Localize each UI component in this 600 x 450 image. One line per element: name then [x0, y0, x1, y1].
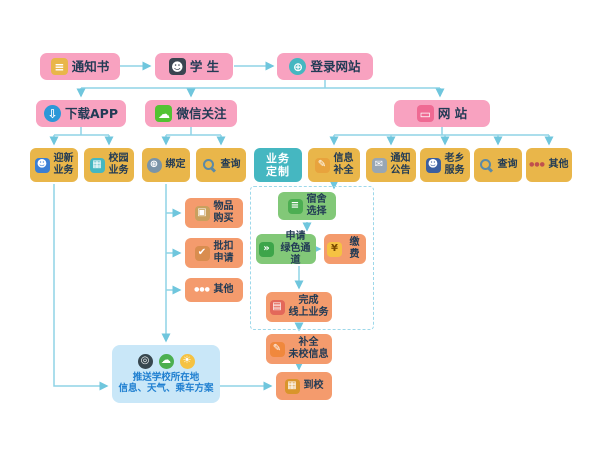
node-query-web: 查询: [474, 148, 522, 182]
node-label: 查询: [220, 159, 241, 170]
node-label: 申请 绿色通道: [280, 231, 311, 266]
node-label: 校园 业务: [108, 153, 129, 176]
node-label: 绑定: [165, 159, 186, 170]
node-label: 迎新 业务: [53, 153, 74, 176]
notification-letter-icon: [50, 58, 68, 75]
node-dorm-select: 宿舍 选择: [278, 192, 336, 220]
node-label: 批扣 申请: [213, 241, 234, 264]
node-label: 信息 补全: [333, 153, 354, 176]
announcement-icon: [371, 157, 387, 173]
globe-login-icon: [289, 58, 307, 75]
node-notification-letter: 通知书: [40, 53, 120, 80]
magnifier-icon: [479, 158, 494, 173]
magnifier-icon: [202, 158, 217, 173]
node-label: 通知 公告: [390, 153, 411, 176]
dots-icon: [195, 283, 210, 298]
node-label: 完成 线上业务: [288, 295, 329, 318]
wechat-icon: [155, 105, 173, 122]
form-pencil-icon: [314, 157, 330, 173]
push-icon-row: [137, 353, 195, 369]
node-label: 业务 定制: [266, 151, 290, 178]
node-welcome-business: 迎新 业务: [30, 148, 78, 182]
node-bind: 绑定: [142, 148, 190, 182]
cards-icon: [269, 299, 285, 315]
node-label: 到校: [303, 380, 324, 391]
node-wechat-follow: 微信关注: [145, 100, 237, 127]
dots-icon: [530, 158, 545, 173]
node-business-custom: 业务 定制: [254, 148, 302, 182]
business-custom-dashed-group: [250, 186, 374, 330]
node-download-app: 下载APP: [36, 100, 126, 127]
pencil-icon: [269, 341, 285, 357]
node-label: 登录网站: [310, 59, 361, 74]
node-notice-announcement: 通知 公告: [366, 148, 416, 182]
node-label: 通知书: [71, 59, 110, 74]
green-channel-icon: [259, 241, 274, 257]
location-pin-icon: [137, 353, 153, 369]
push-info-box: 推送学校所在地 信息、天气、乘车方案: [112, 345, 220, 403]
app-download-icon: [44, 105, 61, 122]
globe-link-icon: [146, 157, 162, 173]
node-deduction-apply: 批扣 申请: [185, 238, 243, 268]
node-label: 学 生: [189, 59, 220, 74]
student-icon: [168, 58, 186, 75]
node-query-wechat: 查询: [196, 148, 246, 182]
approve-icon: [194, 245, 210, 261]
node-label: 微信关注: [176, 106, 227, 121]
node-hometown-service: 老乡 服务: [420, 148, 470, 182]
school-icon: [284, 378, 300, 394]
node-label: 宿舍 选择: [306, 194, 327, 217]
node-other-app: 其他: [185, 278, 243, 302]
node-item-purchase: 物品 购买: [185, 198, 243, 228]
node-green-channel: 申请 绿色通道: [256, 231, 316, 266]
node-finish-online: 完成 线上业务: [266, 292, 332, 322]
node-label: 缴费: [349, 237, 360, 260]
node-campus-business: 校园 业务: [84, 148, 134, 182]
push-info-label: 推送学校所在地 信息、天气、乘车方案: [118, 371, 214, 394]
node-login-website: 登录网站: [277, 53, 373, 80]
node-student: 学 生: [155, 53, 233, 80]
package-icon: [194, 205, 210, 221]
node-label: 其他: [548, 159, 569, 170]
node-pay-fee: 缴费: [324, 234, 366, 264]
node-info-complete: 信息 补全: [308, 148, 360, 182]
monitor-icon: [416, 105, 434, 122]
node-label: 网 站: [437, 106, 468, 121]
node-arrive-school: 到校: [276, 372, 332, 400]
campus-building-icon: [89, 157, 105, 173]
node-label: 其他: [213, 284, 234, 295]
node-website: 网 站: [394, 100, 490, 127]
weather-cloud-icon: [158, 353, 174, 369]
node-label: 查询: [497, 159, 518, 170]
node-label: 补全 未校信息: [288, 337, 329, 360]
money-bag-icon: [327, 241, 342, 257]
node-fill-info: 补全 未校信息: [266, 334, 332, 364]
person-icon: [34, 157, 50, 173]
node-other-web: 其他: [526, 148, 572, 182]
node-label: 老乡 服务: [444, 153, 465, 176]
node-label: 物品 购买: [213, 201, 234, 224]
sun-icon: [179, 353, 195, 369]
node-label: 下载APP: [65, 106, 118, 121]
people-icon: [425, 157, 441, 173]
bunk-bed-icon: [287, 198, 303, 214]
